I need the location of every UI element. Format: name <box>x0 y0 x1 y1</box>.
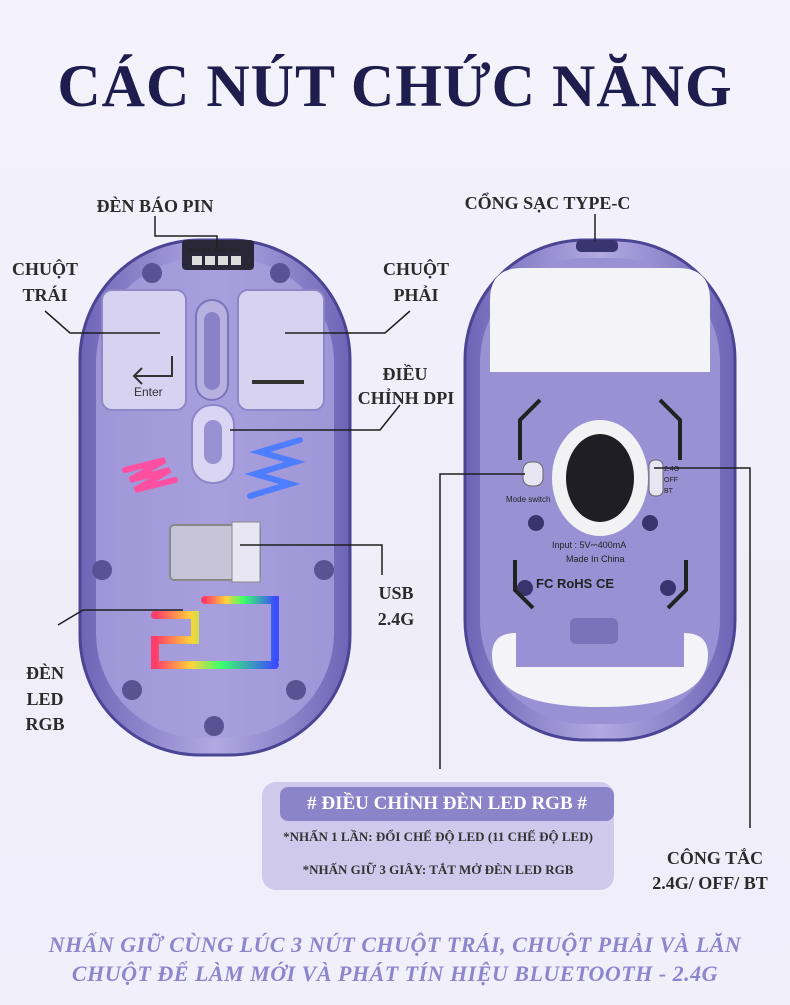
label-switch-2: 2.4G/ OFF/ BT <box>652 873 768 893</box>
panel-line-2: *NHẤN GIỮ 3 GIÂY: TẮT MỞ ĐÈN LED RGB <box>302 862 574 877</box>
label-left-click-2: TRÁI <box>22 285 68 305</box>
battery-level-50: 50% <box>215 248 226 254</box>
mode-switch-label: Mode switch <box>506 495 550 504</box>
made-in-label: Made In China <box>566 554 625 564</box>
label-usb-2: 2.4G <box>377 609 415 629</box>
footer-line-1: NHẤN GIỮ CÙNG LÚC 3 NÚT CHUỘT TRÁI, CHUỘ… <box>48 932 742 957</box>
switch-pos-bt: BT <box>664 488 674 495</box>
label-left-click-1: CHUỘT <box>11 259 78 279</box>
switch-pos-off: OFF <box>664 477 678 484</box>
panel-line-1: *NHẤN 1 LẦN: ĐỔI CHẾ ĐỘ LED (11 CHẾ ĐỘ L… <box>283 829 593 844</box>
footer-line-2: CHUỘT ĐỂ LÀM MỚI VÀ PHÁT TÍN HIỆU BLUETO… <box>71 961 719 986</box>
label-dpi-2: CHỈNH DPI <box>357 388 455 408</box>
mouse-top-view: Enter <box>78 238 352 757</box>
right-button-shape <box>237 289 325 411</box>
battery-level-75: 75% <box>201 248 212 254</box>
label-type-c: CỔNG SẠC TYPE-C <box>464 193 631 213</box>
input-spec: Input : 5V⎓400mA <box>552 540 626 550</box>
label-dpi-1: ĐIỀU <box>382 364 428 384</box>
label-right-click-2: PHẢI <box>393 285 439 305</box>
page-title: CÁC NÚT CHỨC NĂNG <box>57 53 733 119</box>
type-c-port <box>576 240 618 252</box>
battery-indicator <box>182 240 254 270</box>
switch-pos-24g: 2.4G <box>664 466 679 473</box>
rgb-led-strip <box>151 596 279 669</box>
label-right-click-1: CHUỘT <box>382 259 449 279</box>
battery-level-100: 100% <box>187 248 200 254</box>
label-led-3: RGB <box>25 714 65 734</box>
mouse-bottom-view <box>463 238 737 742</box>
label-battery: ĐÈN BÁO PIN <box>96 196 214 216</box>
label-usb-1: USB <box>378 583 414 603</box>
battery-level-25: 25% <box>229 248 240 254</box>
label-led-1: ĐÈN <box>25 663 64 683</box>
panel-heading: # ĐIỀU CHỈNH ĐÈN LED RGB # <box>280 787 614 821</box>
label-led-2: LED <box>26 689 64 709</box>
label-switch-1: CÔNG TẮC <box>666 848 764 868</box>
svg-text:Enter: Enter <box>134 385 163 399</box>
left-button-shape <box>101 289 187 411</box>
cert-marks: FC RoHS CE <box>536 576 614 591</box>
